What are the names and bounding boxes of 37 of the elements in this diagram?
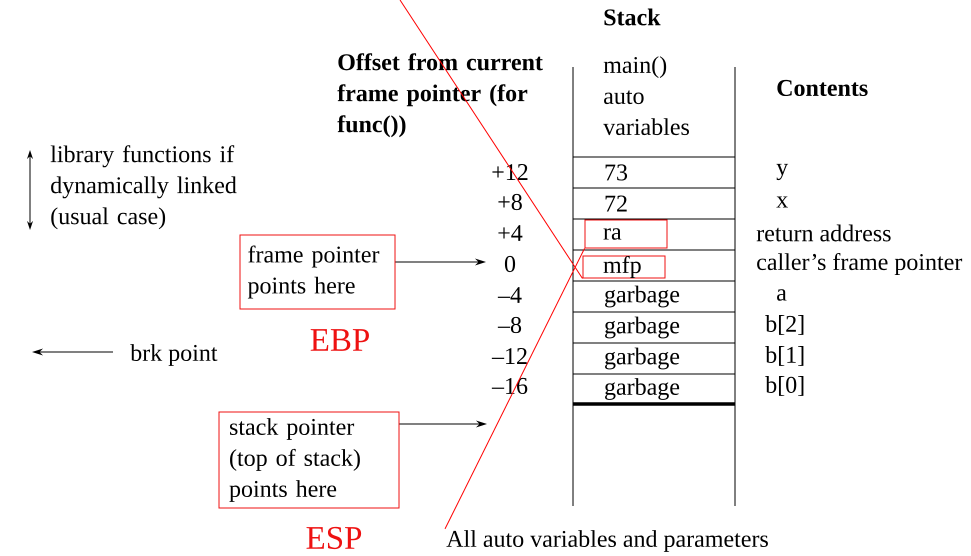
content-label: b[1] [765,346,804,366]
content-label: b[0] [765,376,804,396]
register-label: ESP [306,526,362,550]
stack-cell: garbage [572,312,736,344]
stack-cell: garbage [572,342,736,374]
offset-value: –8 [498,316,522,334]
library-note: library functions if dynamically linked (usual case) [50,145,237,230]
offset-value: 0 [504,256,516,272]
content-label: return address [756,224,891,242]
offset-value: +4 [498,225,522,241]
highlight-box: ra [584,220,668,248]
stack-column [572,8,736,506]
content-label: a [777,289,787,301]
offset-value: +8 [498,194,522,210]
stack-cell: 72 [572,188,736,220]
stack-cell [572,250,736,282]
frame-contents: main() auto variables [603,56,689,136]
callout-box: frame pointer points here [240,234,396,310]
content-label: x [776,196,788,208]
offset-value: –4 [498,287,522,303]
leader-line [400,0,583,279]
content-label: caller’s frame pointer [757,253,962,275]
stack-cell [572,218,736,250]
leader-line [444,248,585,530]
callout-box: stack pointer (top of stack) points here [218,412,400,508]
stack-cell: 73 [572,156,736,188]
offset-value: –12 [492,348,527,364]
note-text: All auto variables and parameters [446,530,768,552]
highlight-box: mfp [582,256,666,278]
stack-heading: Stack [604,8,660,26]
stack-cell: garbage [572,280,736,312]
stack-cell: garbage [572,374,736,404]
contents-heading: Contents [777,80,868,96]
content-label: y [776,164,788,180]
content-label: b[2] [765,315,804,335]
brk-label: brk point [130,344,218,366]
register-label: EBP [310,329,369,351]
